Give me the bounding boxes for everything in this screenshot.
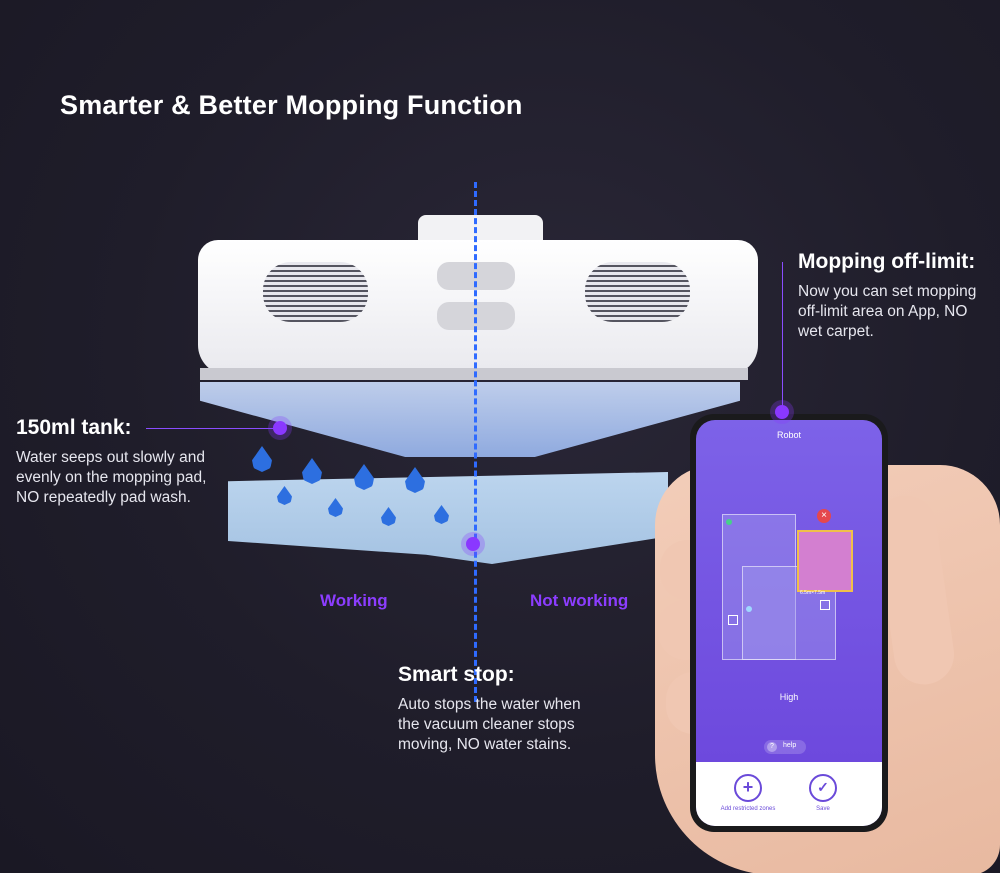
- tank-description: Water seeps out slowly and evenly on the…: [16, 449, 207, 506]
- add-zones-label: Add restricted zones: [720, 806, 776, 812]
- save-button[interactable]: ✓ Save: [808, 774, 838, 812]
- smartstop-heading: Smart stop:: [398, 663, 515, 686]
- app-bottom-bar: + Add restricted zones ✓ Save: [696, 762, 882, 826]
- callout-dot: [273, 421, 287, 435]
- mode-label: High: [779, 692, 799, 702]
- phone-screen: Robot × 6.5m×7.5m High ? help + Add rest…: [696, 420, 882, 826]
- help-button[interactable]: ? help: [764, 740, 806, 754]
- page-title: Smarter & Better Mopping Function: [60, 90, 523, 120]
- close-icon[interactable]: ×: [817, 509, 831, 523]
- water-drop-icon: [302, 458, 322, 484]
- robot-location-icon: [746, 606, 752, 612]
- water-tank: [200, 382, 740, 457]
- callout-line: [146, 428, 274, 429]
- water-drop-icon: [405, 467, 425, 493]
- help-icon: ?: [767, 742, 777, 752]
- divider-dashed-line: [474, 182, 477, 702]
- map-marker: [820, 600, 830, 610]
- zone-size: 6.5m×7.5m: [800, 590, 826, 596]
- map-marker: [728, 615, 738, 625]
- plus-icon: +: [734, 774, 762, 802]
- save-label: Save: [816, 806, 830, 812]
- add-restricted-zones-button[interactable]: + Add restricted zones: [716, 774, 780, 812]
- restricted-zone[interactable]: [797, 530, 853, 592]
- callout-dot: [466, 537, 480, 551]
- callout-dot: [775, 405, 789, 419]
- app-header: Robot: [776, 430, 802, 440]
- water-drop-icon: [354, 464, 374, 490]
- robot-vent-left: [263, 262, 368, 322]
- callout-line: [782, 262, 783, 412]
- help-label: help: [783, 742, 797, 749]
- check-icon: ✓: [809, 774, 837, 802]
- offlimit-heading: Mopping off-limit:: [798, 250, 976, 273]
- offlimit-description: Now you can set mopping off-limit area o…: [798, 283, 977, 340]
- dock-icon: [726, 519, 732, 525]
- water-drop-icon: [252, 446, 272, 472]
- label-working: Working: [320, 591, 388, 610]
- smartstop-description: Auto stops the water when the vacuum cle…: [398, 696, 581, 753]
- tank-heading: 150ml tank:: [16, 416, 132, 439]
- robot-vent-right: [585, 262, 690, 322]
- map-room: [722, 514, 796, 660]
- label-not-working: Not working: [530, 591, 629, 610]
